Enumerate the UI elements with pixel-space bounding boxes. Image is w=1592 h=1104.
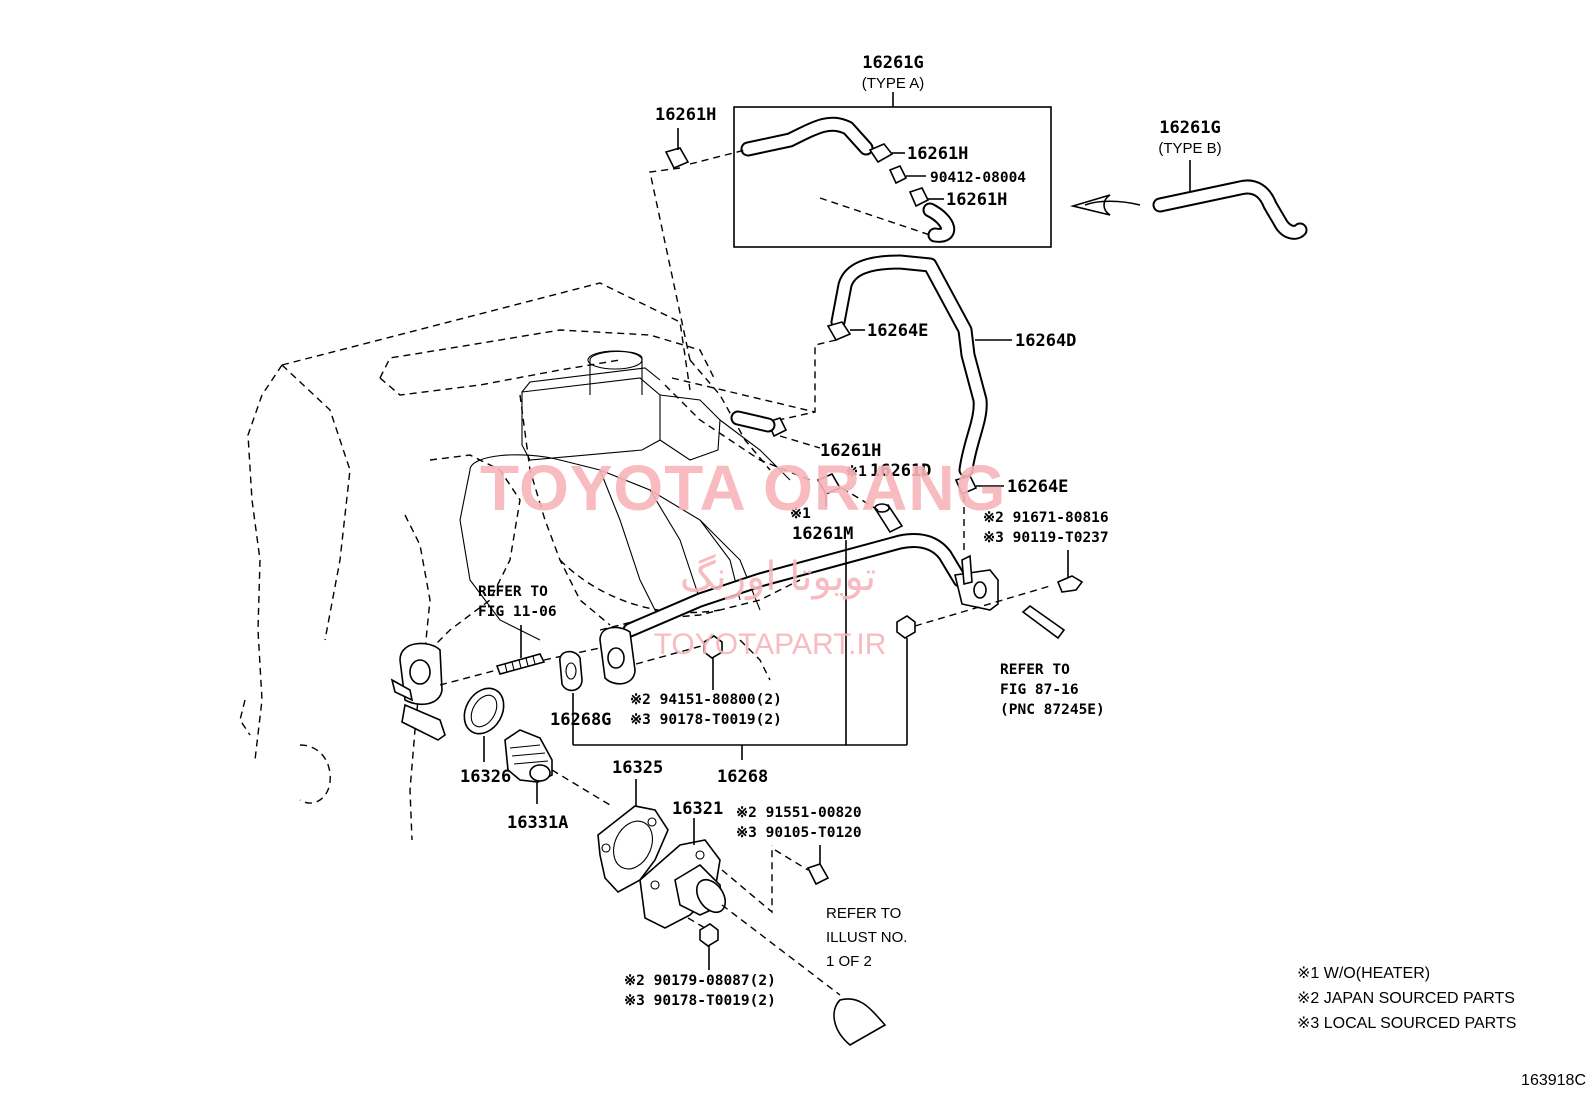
label-refer-fig11-a: REFER TO xyxy=(478,584,548,600)
water-outlet-icon xyxy=(639,839,727,929)
legend-note-2: ※2 JAPAN SOURCED PARTS xyxy=(1297,990,1515,1007)
legend-note-1: ※1 W/O(HEATER) xyxy=(1297,965,1430,982)
pipe-flange xyxy=(599,626,636,685)
watermark-persian: تویوتا اورنگ xyxy=(680,554,876,600)
label-16321: 16321 xyxy=(672,799,723,819)
label-16261m-mark: ※1 xyxy=(790,506,811,522)
water-inlet-housing xyxy=(390,642,446,741)
hose-clamp-icon xyxy=(664,147,690,170)
label-16261g-type-b: 16261G xyxy=(1159,118,1220,138)
type-a-hose xyxy=(740,116,874,157)
label-refer-fig87-a: REFER TO xyxy=(1000,662,1070,678)
legend: ※1 W/O(HEATER) ※2 JAPAN SOURCED PARTS ※3… xyxy=(1297,965,1516,1032)
legend-note-3: ※3 LOCAL SOURCED PARTS xyxy=(1297,1015,1516,1032)
label-refer-fig87-c: (PNC 87245E) xyxy=(1000,702,1105,718)
outlet-gasket-icon xyxy=(597,805,669,894)
watermark-site: TOYOTAPART.IR xyxy=(654,628,887,661)
short-hose xyxy=(874,503,904,534)
label-16261m: 16261M xyxy=(792,524,853,544)
hose-clamp-icon xyxy=(908,187,930,208)
watermark-brand: TOYOTA ORANG xyxy=(480,452,1006,524)
part-labels: 16261G (TYPE A) 16261H 16261H 90412-0800… xyxy=(460,53,1222,1009)
label-type-b: (TYPE B) xyxy=(1158,140,1221,157)
label-refer-fig87-b: FIG 87-16 xyxy=(1000,682,1079,698)
engine-block-outline xyxy=(239,282,801,841)
label-90178-t0019-a: ※3 90178-T0019(2) xyxy=(630,712,782,728)
type-b-hose xyxy=(1152,179,1308,240)
bypass-hose xyxy=(830,254,988,478)
label-refer-illust-c: 1 OF 2 xyxy=(826,953,872,970)
throttle-body xyxy=(459,350,791,641)
hose-clamp-icon xyxy=(826,321,852,342)
hose-clamp-icon xyxy=(954,475,978,496)
hose-clamp-icon xyxy=(730,410,788,438)
label-16326: 16326 xyxy=(460,767,511,787)
hose-clamp-icon xyxy=(816,472,842,496)
label-refer-fig11-b: FIG 11-06 xyxy=(478,604,557,620)
stud-icon xyxy=(495,653,546,675)
label-16264e-upper: 16264E xyxy=(867,321,928,341)
label-refer-illust-a: REFER TO xyxy=(826,905,901,922)
label-91551-00820: ※2 91551-00820 xyxy=(736,805,862,821)
bolt-icon xyxy=(1056,575,1084,593)
bolt-icon xyxy=(888,164,908,185)
label-16261h-box1: 16261H xyxy=(907,144,968,164)
label-16261h-mid: 16261H xyxy=(820,441,881,461)
radiator-hose-icon xyxy=(833,998,887,1046)
label-16325: 16325 xyxy=(612,758,663,778)
label-90119-t0237: ※3 90119-T0237 xyxy=(983,530,1109,546)
label-16264e-lower: 16264E xyxy=(1007,477,1068,497)
label-91671-80816: ※2 91671-80816 xyxy=(983,510,1109,526)
nut-icon xyxy=(703,635,723,659)
bolt-icon xyxy=(806,863,830,886)
label-94151-80800: ※2 94151-80800(2) xyxy=(630,692,782,708)
label-16268g: 16268G xyxy=(550,710,611,730)
tube-icon xyxy=(1021,604,1066,640)
label-16261h-box2: 16261H xyxy=(946,190,1007,210)
label-16268: 16268 xyxy=(717,767,768,787)
hose-clamp-icon xyxy=(868,143,894,164)
label-16264d: 16264D xyxy=(1015,331,1076,351)
label-90178-t0019-b: ※3 90178-T0019(2) xyxy=(624,993,776,1009)
label-90105-t0120: ※3 90105-T0120 xyxy=(736,825,862,841)
o-ring-icon xyxy=(463,687,505,735)
label-90179-08087: ※2 90179-08087(2) xyxy=(624,973,776,989)
label-16261h-top: 16261H xyxy=(655,105,716,125)
label-refer-illust-b: ILLUST NO. xyxy=(826,929,907,946)
label-16261d-mark: ※1 xyxy=(846,464,867,480)
nut-icon xyxy=(896,615,916,639)
pipe-flange xyxy=(954,554,999,611)
water-bypass-pipe xyxy=(622,533,968,638)
gasket-icon xyxy=(559,650,583,692)
thermostat-icon xyxy=(504,729,553,783)
label-16261g-type-a: 16261G xyxy=(862,53,923,73)
figure-id: 163918C xyxy=(1521,1072,1586,1089)
label-90412-08004: 90412-08004 xyxy=(930,170,1026,186)
nut-icon xyxy=(699,923,719,947)
watermark: TOYOTA ORANG تویوتا اورنگ TOYOTAPART.IR xyxy=(480,452,1006,661)
label-16331a: 16331A xyxy=(507,813,568,833)
label-16261d: 16261D xyxy=(870,461,931,481)
label-type-a: (TYPE A) xyxy=(862,75,925,92)
